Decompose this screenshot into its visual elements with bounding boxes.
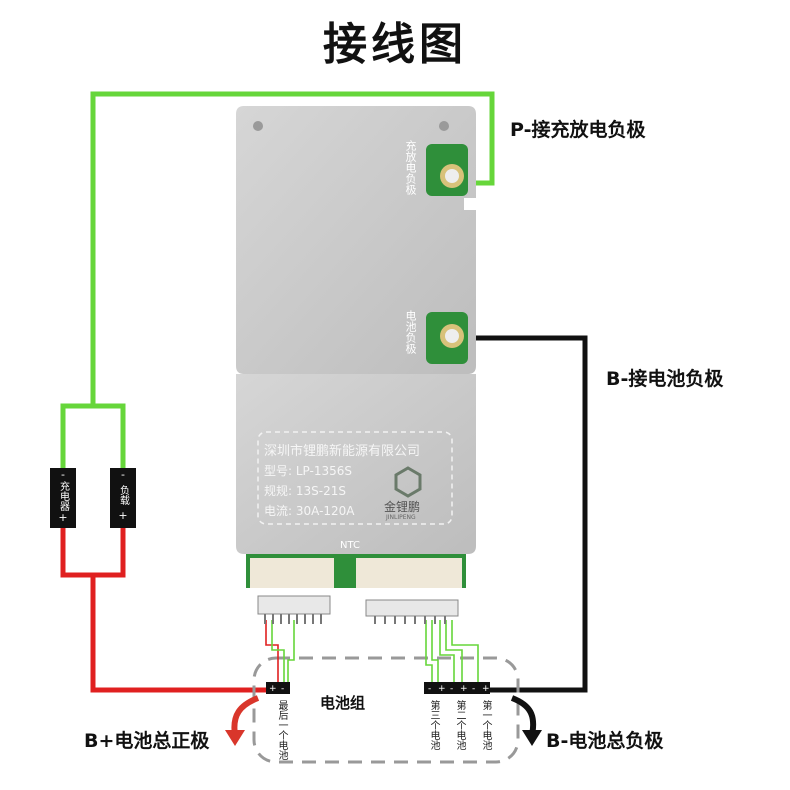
- svg-text:+: +: [460, 684, 468, 694]
- label-b-minus-total: B-电池总负极: [546, 730, 664, 752]
- load-name: 负载: [117, 485, 129, 505]
- brand-logo-sub: JINLIPENG: [386, 514, 416, 521]
- current-line: 电流: 30A-120A: [264, 504, 355, 518]
- company-name: 深圳市锂鹏新能源有限公司: [264, 444, 421, 459]
- battery-pack-outline: [252, 656, 520, 764]
- charger-pos: +: [58, 511, 68, 524]
- black-curved-arrow: [510, 695, 537, 736]
- black-wire-bminus: [466, 335, 588, 693]
- diagram-title: 接线图: [323, 19, 467, 70]
- red-wire-bplus: [60, 525, 126, 578]
- svg-text:-: -: [472, 684, 475, 694]
- brand-logo: 金锂鹏: [384, 500, 421, 514]
- label-b-plus-total: B+电池总正极: [84, 730, 210, 752]
- svg-text:-: -: [450, 684, 453, 694]
- bms-board: 充放电负极 电池负极 深圳市锂鹏新能源有限公司 型号: LP-1356S 规规:…: [236, 106, 476, 588]
- port-mid-label: 电池负极: [404, 310, 417, 354]
- battery-pack-label: 电池组: [320, 694, 366, 712]
- svg-text:-: -: [428, 684, 431, 694]
- model-line: 型号: LP-1356S: [264, 464, 353, 478]
- label-b-negative: B-接电池负极: [606, 368, 724, 390]
- charger-box: - 充电器 +: [50, 468, 76, 528]
- svg-text:-: -: [281, 684, 284, 694]
- cell-label-last: 最后一个电池: [276, 700, 287, 760]
- charger-name: 充电器: [57, 481, 69, 511]
- load-pos: +: [118, 509, 128, 522]
- cell-label-first: 第一个电池: [480, 700, 491, 750]
- svg-text:+: +: [482, 684, 490, 694]
- load-box: - 负载 +: [110, 468, 136, 528]
- svg-text:+: +: [269, 684, 277, 694]
- svg-text:+: +: [438, 684, 446, 694]
- spec-line: 规规: 13S-21S: [264, 484, 346, 498]
- green-wire-split: [60, 403, 126, 470]
- green-wire-p: [90, 91, 495, 406]
- cell-label-third: 第三个电池: [428, 700, 439, 750]
- label-p-negative: P-接充放电负极: [510, 119, 646, 141]
- ntc-label: NTC: [340, 540, 360, 551]
- port-top-label: 充放电负极: [404, 140, 417, 195]
- red-wire-to-pack: [90, 575, 272, 693]
- charger-neg: -: [61, 468, 65, 481]
- cell-label-second: 第二个电池: [454, 700, 465, 750]
- load-neg: -: [121, 468, 125, 481]
